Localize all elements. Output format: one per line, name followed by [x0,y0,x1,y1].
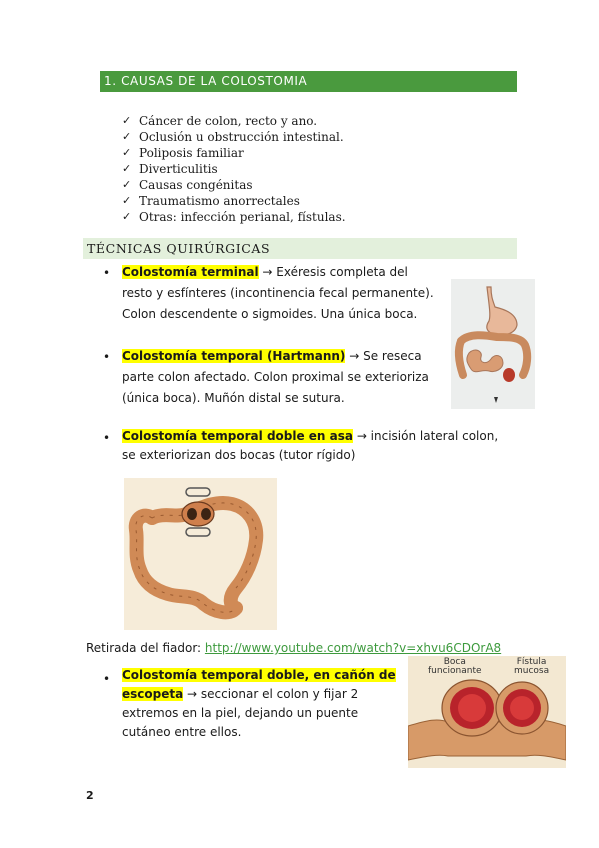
bullet-icon: • [103,431,111,445]
list-item: ✓Diverticulitis [122,162,218,176]
loop-colostomy-illustration [128,487,264,620]
causes-list: ✓Cáncer de colon, recto y ano. ✓Oclusión… [122,113,346,225]
list-item: ✓Otras: infección perianal, fístulas. [122,210,346,224]
check-icon: ✓ [122,162,132,175]
list-item: ✓Poliposis familiar [122,146,244,160]
check-icon: ✓ [122,114,132,127]
check-icon: ✓ [122,130,132,143]
term-highlight: Colostomía terminal [122,265,259,279]
technique-terminal: Colostomía terminal → Exéresis completa … [122,265,434,321]
figure-label-fistula: Fístula mucosa [514,657,550,676]
term-highlight: Colostomía temporal doble en asa [122,429,353,443]
technique-canon-escopeta: Colostomía temporal doble, en cañón de e… [122,668,396,739]
bullet-icon: • [103,350,111,364]
technique-doble-asa: Colostomía temporal doble en asa → incis… [122,429,499,462]
youtube-link[interactable]: http://www.youtube.com/watch?v=xhvu6CDOr… [204,641,502,655]
check-icon: ✓ [122,178,132,191]
list-item: ✓Oclusión u obstrucción intestinal. [122,130,344,144]
page-number: 2 [86,789,94,802]
term-highlight: Colostomía temporal (Hartmann) [122,349,346,363]
double-barrel-illustration [407,679,567,761]
technique-hartmann: Colostomía temporal (Hartmann) → Se rese… [122,349,429,405]
check-icon: ✓ [122,146,132,159]
term-highlight: escopeta [122,687,184,701]
colon-anatomy-figure [451,279,535,409]
bullet-icon: • [103,672,111,686]
check-icon: ✓ [122,194,132,207]
bullet-icon: • [103,266,111,280]
loop-colostomy-figure [124,478,277,630]
list-item: ✓Traumatismo anorrectales [122,194,300,208]
section-heading-causas: 1. CAUSAS DE LA COLOSTOMIA [100,71,517,92]
figure-label-boca: Boca funcionante [428,657,482,676]
section-heading-tecnicas: TÉCNICAS QUIRÚRGICAS [83,238,517,259]
check-icon: ✓ [122,210,132,223]
double-barrel-figure: Boca funcionante Fístula mucosa [407,656,567,768]
list-item: ✓Cáncer de colon, recto y ano. [122,114,318,128]
list-item: ✓Causas congénitas [122,178,253,192]
term-highlight: Colostomía temporal doble, en cañón de [122,668,396,682]
colon-anatomy-illustration [454,286,532,403]
fiador-line: Retirada del fiador: http://www.youtube.… [86,641,502,655]
